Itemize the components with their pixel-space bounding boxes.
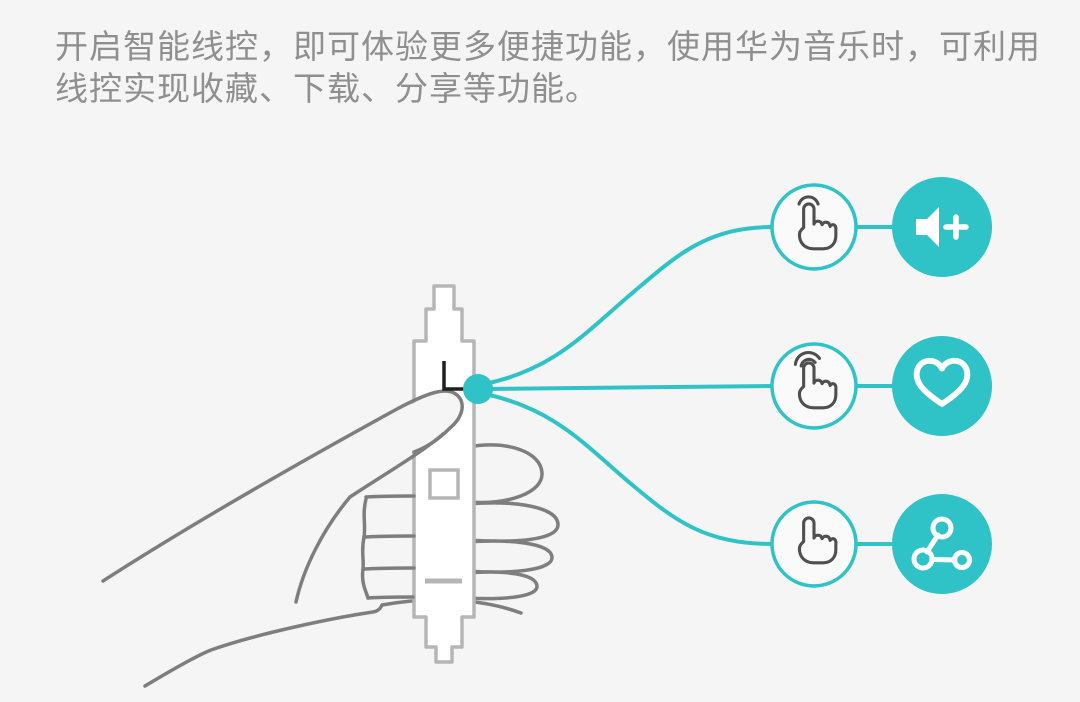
remote-body: [412, 284, 476, 664]
thumb-crease: [294, 432, 445, 604]
earphone-remote-device: [412, 284, 476, 664]
callout-dot: [463, 374, 493, 404]
gesture-row-volume: [770, 177, 992, 277]
long-press-icon: [770, 500, 858, 588]
single-tap-icon: [770, 183, 858, 271]
share-icon: [892, 494, 992, 594]
remote-square-button: [428, 468, 460, 500]
gesture-row-favorite: [770, 336, 992, 436]
volume-up-icon: [892, 177, 992, 277]
gesture-row-share: [770, 494, 992, 594]
intro-line-1: 开启智能线控，即可体验更多便捷功能，使用华为音乐时，可利用: [55, 28, 1041, 65]
hand-illustration: [101, 389, 464, 604]
hand-fingertips-behind-device: [143, 443, 560, 688]
callout-line: [442, 361, 470, 391]
thumb-outline: [101, 389, 464, 583]
heart-favorite-icon: [892, 336, 992, 436]
double-tap-icon: [770, 342, 858, 430]
intro-line-2: 线控实现收藏、下载、分享等功能。: [55, 70, 599, 107]
intro-text: 开启智能线控，即可体验更多便捷功能，使用华为音乐时，可利用 线控实现收藏、下载、…: [55, 26, 1041, 110]
connector-curves: [463, 225, 897, 546]
knuckle-ridge: [360, 497, 370, 600]
